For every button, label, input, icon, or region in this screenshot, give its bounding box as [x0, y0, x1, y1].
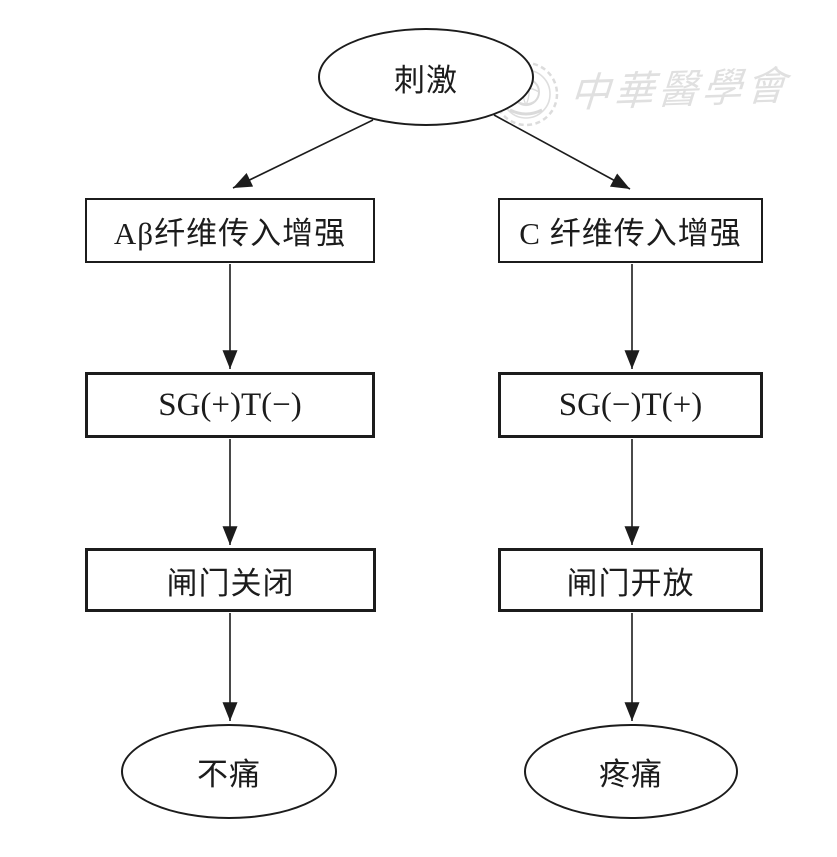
node-stimulus-label: 刺激 [394, 62, 458, 98]
node-sg-plus-t-minus-label: SG(+)T(−) [158, 386, 302, 423]
node-gate-open-label: 闸门开放 [566, 565, 695, 601]
node-no-pain: 不痛 [121, 724, 337, 819]
node-pain-label: 疼痛 [599, 757, 663, 792]
arrow-stimulus-to-ab-fiber [232, 119, 374, 189]
arrow-stimulus-to-c-fiber [493, 114, 631, 190]
node-gate-closed: 闸门关闭 [85, 548, 376, 612]
node-stimulus: 刺激 [318, 28, 534, 126]
node-ab-fiber-input: Aβ纤维传入增强 [85, 198, 375, 263]
node-sg-plus-t-minus: SG(+)T(−) [85, 372, 375, 438]
node-gate-closed-label: 闸门关闭 [166, 565, 295, 601]
node-pain: 疼痛 [524, 724, 738, 819]
node-sg-minus-t-plus-label: SG(−)T(+) [558, 386, 703, 423]
node-ab-fiber-label: Aβ纤维传入增强 [113, 216, 347, 251]
node-gate-open: 闸门开放 [498, 548, 763, 612]
node-c-fiber-label: C 纤维传入增强 [519, 216, 742, 251]
node-sg-minus-t-plus: SG(−)T(+) [498, 372, 763, 438]
node-no-pain-label: 不痛 [197, 757, 261, 792]
node-c-fiber-input: C 纤维传入增强 [498, 198, 763, 263]
